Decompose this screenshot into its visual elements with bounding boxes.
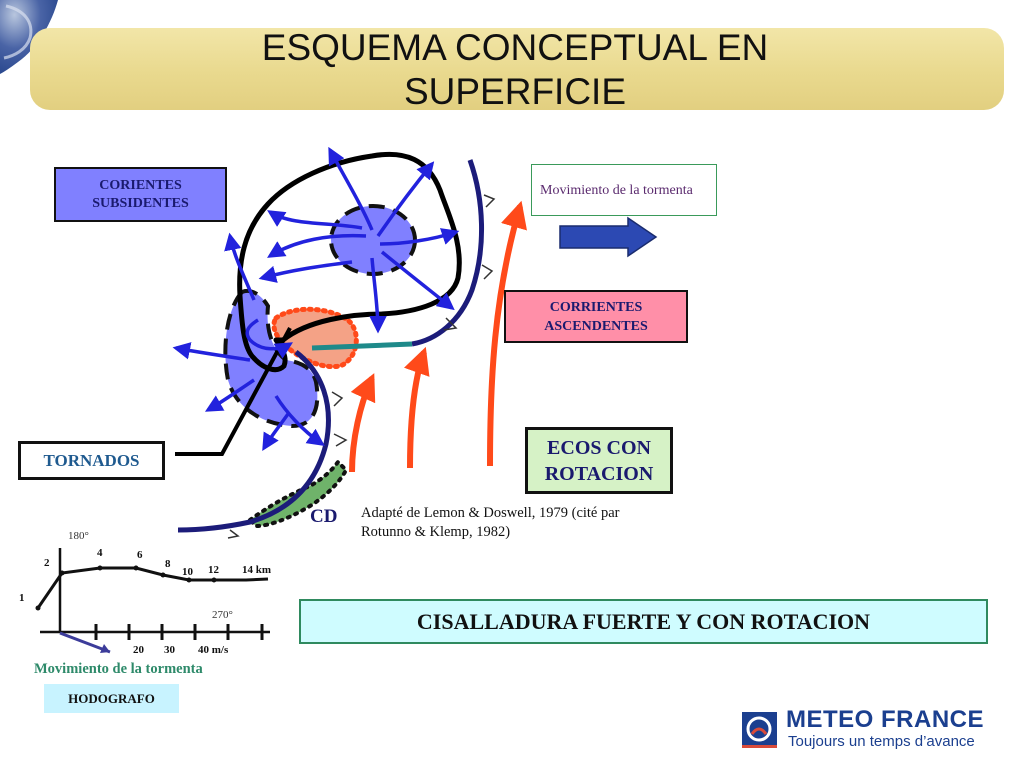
brand-name: METEO FRANCE <box>786 706 984 733</box>
hodo-km-6: 6 <box>137 549 143 561</box>
hodo-km-8: 8 <box>165 558 171 570</box>
hodo-speed-20: 20 <box>133 644 144 656</box>
updraft-arrows <box>349 200 527 473</box>
cd-label: CD <box>310 506 338 527</box>
brand-tagline: Toujours un temps d’avance <box>788 733 975 750</box>
hodo-km-14: 14 km <box>242 564 272 576</box>
downdraft-arrows <box>172 146 460 452</box>
subsidentes-label: CORIENTES SUBSIDENTES <box>54 167 227 222</box>
page-title: ESQUEMA CONCEPTUAL EN SUPERFICIE <box>261 27 769 112</box>
hodo-km-12: 12 <box>208 564 219 576</box>
tornado-pointer-line <box>175 327 292 456</box>
storm-motion-label: Movimiento de la tormenta <box>531 164 717 216</box>
ascendentes-label: CORRIENTES ASCENDENTES <box>504 290 688 343</box>
hodografo-label: HODOGRAFO <box>44 684 179 713</box>
hodo-speed-40: 40 m/s <box>198 644 229 656</box>
title-banner <box>30 28 1004 110</box>
hodo-270-label: 270° <box>212 609 233 621</box>
hodo-km-1: 1 <box>19 592 25 604</box>
storm-motion-arrow <box>559 216 658 258</box>
rear-flank-front <box>177 350 331 533</box>
hodo-km-2: 2 <box>44 557 50 569</box>
ecos-rotacion-label: ECOS CON ROTACION <box>525 427 673 494</box>
hodo-caption: Movimiento de la tormenta <box>34 661 203 677</box>
tornados-label: TORNADOS <box>18 441 165 480</box>
forward-flank-front <box>411 159 484 347</box>
hodo-km-4: 4 <box>97 547 103 559</box>
updraft-zone <box>271 306 359 370</box>
hodo-speed-30: 30 <box>164 644 175 656</box>
hodo-km-10: 10 <box>182 566 193 578</box>
cisalladura-banner: CISALLADURA FUERTE Y CON ROTACION <box>299 599 988 644</box>
hodo-180-label: 180° <box>68 530 89 542</box>
occlusion-segment <box>311 341 413 351</box>
source-citation: Adapté de Lemon & Doswell, 1979 (cité pa… <box>361 505 620 540</box>
hodograph-motion-arrow <box>59 631 111 654</box>
